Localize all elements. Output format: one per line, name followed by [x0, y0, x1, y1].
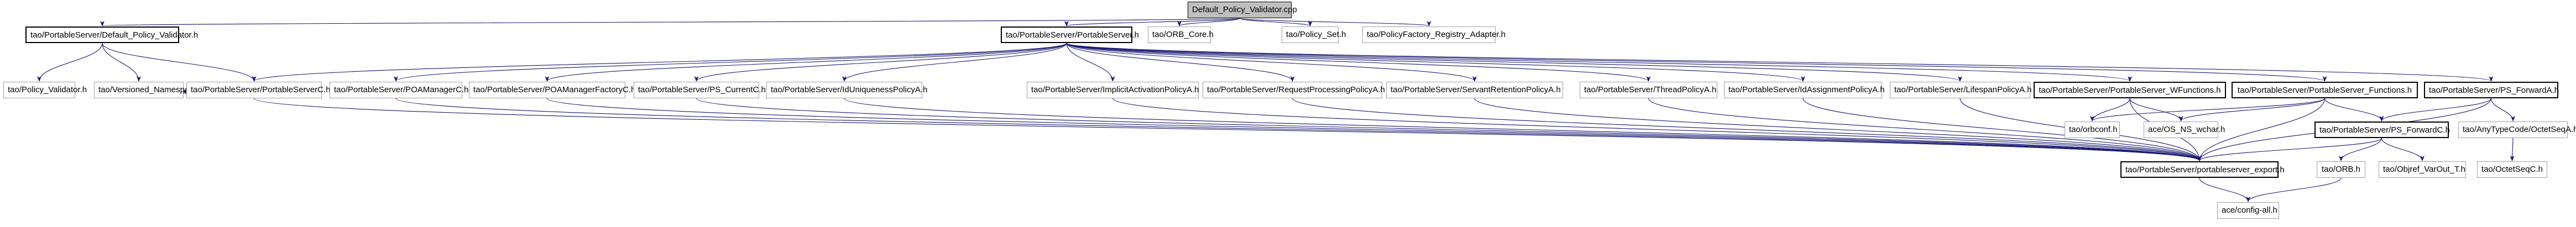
graph-edge [2381, 138, 2425, 161]
graph-node[interactable]: tao/PortableServer/RequestProcessingPoli… [1203, 82, 1385, 98]
graph-node[interactable]: tao/PortableServer/IdUniquenessPolicyA.h [766, 82, 928, 98]
graph-edge [2090, 98, 2326, 122]
graph-edge [2490, 98, 2515, 122]
graph-edge [1292, 98, 2202, 161]
graph-edge [546, 98, 2202, 161]
graph-edge [2178, 98, 2326, 122]
graph-edge [545, 43, 1067, 82]
graph-node[interactable]: tao/OctetSeqC.h [2477, 161, 2547, 178]
graph-edge [1177, 18, 1240, 27]
graph-node[interactable]: tao/PortableServer/PS_ForwardC.h [2314, 122, 2450, 138]
graph-edge [1802, 98, 2202, 161]
graph-edge [1066, 43, 1115, 82]
graph-edge [1066, 43, 1477, 82]
graph-node[interactable]: tao/orbconf.h [2065, 122, 2120, 138]
graph-node[interactable]: tao/PortableServer/PortableServer_Functi… [2232, 82, 2418, 98]
graph-node[interactable]: tao/PortableServer/PS_ForwardA.h [2424, 82, 2559, 98]
graph-edge [844, 98, 2202, 161]
graph-edge [1066, 43, 2327, 82]
graph-edge [1064, 18, 1240, 27]
graph-node[interactable]: tao/PortableServer/portableserver_export… [2120, 161, 2285, 178]
graph-node[interactable]: tao/Objref_VarOut_T.h [2379, 161, 2466, 178]
graph-edge [101, 18, 1240, 27]
graph-node[interactable]: tao/PortableServer/LifespanPolicyA.h [1890, 82, 2031, 98]
graph-edge [1066, 43, 1295, 82]
graph-edge [1112, 98, 2202, 161]
graph-edge [102, 43, 257, 82]
graph-edge [2090, 98, 2130, 122]
graph-edge [1066, 43, 2493, 82]
graph-node[interactable]: tao/Policy_Validator.h [3, 82, 87, 98]
graph-edge [394, 43, 1067, 82]
graph-edge [694, 43, 1067, 82]
graph-node[interactable]: ace/config-all.h [2217, 202, 2279, 219]
graph-node-root[interactable]: Default_Policy_Validator.cpp [1188, 2, 1297, 18]
graph-edge [1239, 18, 1431, 27]
graph-edge [2199, 177, 2250, 202]
graph-node[interactable]: tao/PortableServer/ServantRetentionPolic… [1386, 82, 1563, 98]
graph-node[interactable]: ace/OS_NS_wchar.h [2144, 122, 2225, 138]
graph-edge [2197, 138, 2382, 161]
graph-edge [2129, 98, 2183, 122]
graph-node[interactable]: tao/Policy_Set.h [1282, 27, 1346, 43]
graph-node[interactable]: tao/PortableServer/Default_Policy_Valida… [25, 27, 198, 43]
graph-node[interactable]: tao/PortableServer/ImplicitActivationPol… [1027, 82, 1199, 98]
graph-edge [1066, 43, 1805, 82]
graph-node[interactable]: tao/PortableServer/POAManagerC.h [330, 82, 468, 98]
graph-edge [1066, 43, 2132, 82]
graph-node[interactable]: tao/PortableServer/PS_CurrentC.h [634, 82, 766, 98]
graph-edge [1239, 18, 1313, 27]
graph-node[interactable]: tao/PolicyFactory_Registry_Adapter.h [1362, 27, 1506, 43]
graph-node[interactable]: tao/PortableServer/PortableServer_WFunct… [2034, 82, 2226, 98]
graph-node[interactable]: tao/PortableServer/IdAssignmentPolicyA.h [1724, 82, 1885, 98]
graph-edge [2510, 138, 2515, 161]
graph-node[interactable]: tao/AnyTypeCode/OctetSeqA.h [2458, 122, 2576, 138]
graph-node[interactable]: tao/PortableServer/ThreadPolicyA.h [1580, 82, 1717, 98]
graph-edge [696, 98, 2202, 161]
graph-node[interactable]: tao/Versioned_Namespace.h [94, 82, 205, 98]
graph-edge [2324, 98, 2384, 122]
graph-edge [1066, 43, 1962, 82]
graph-edge [395, 98, 2202, 161]
graph-node[interactable]: tao/PortableServer/POAManagerFactoryC.h [469, 82, 635, 98]
graph-edge [252, 43, 1067, 82]
graph-edge [1066, 43, 1651, 82]
graph-edge [842, 43, 1067, 82]
graph-edge [102, 43, 141, 82]
graph-edge [2339, 138, 2382, 161]
graph-node[interactable]: tao/PortableServer/PortableServerC.h [186, 82, 331, 98]
graph-edge [253, 98, 2202, 161]
graph-node[interactable]: tao/PortableServer/PortableServer.h [1001, 27, 1139, 43]
graph-edge [2246, 177, 2342, 202]
graph-edge [2379, 98, 2492, 122]
graph-node[interactable]: tao/ORB.h [2317, 161, 2365, 178]
graph-node[interactable]: tao/ORB_Core.h [1148, 27, 1214, 43]
graph-edge [37, 43, 103, 82]
